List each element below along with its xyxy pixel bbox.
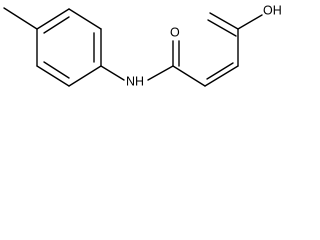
- amide-oxygen-label: O: [170, 25, 180, 39]
- amide-chain: [100, 12, 263, 87]
- ring-bond-5: [36, 65, 70, 87]
- hydroxyl-label: OH: [263, 3, 282, 17]
- chemical-structure-diagram: OH O NH: [3, 3, 282, 88]
- nh-to-carbonyl-bond: [147, 65, 174, 81]
- ring-double-bond-inner-3: [43, 61, 70, 79]
- methyl-bond: [3, 7, 38, 30]
- ring-double-bond-inner-1: [43, 16, 70, 34]
- carbonyl-to-alkene-bond: [172, 65, 206, 87]
- ring-bond-2: [68, 8, 102, 30]
- ring-bond-4: [68, 65, 102, 87]
- acid-hydroxyl-bond: [237, 14, 263, 30]
- alkene-bond-inner: [206, 62, 234, 80]
- ring-to-nh-bond: [100, 65, 125, 81]
- amide-nh-label: NH: [126, 74, 144, 88]
- ring-bond-1: [36, 8, 70, 30]
- alkene-bond-outer: [204, 65, 239, 87]
- acid-carbonyl-bond-1: [209, 12, 239, 30]
- benzene-ring: [3, 7, 102, 87]
- acid-carbonyl-bond-2: [207, 19, 237, 37]
